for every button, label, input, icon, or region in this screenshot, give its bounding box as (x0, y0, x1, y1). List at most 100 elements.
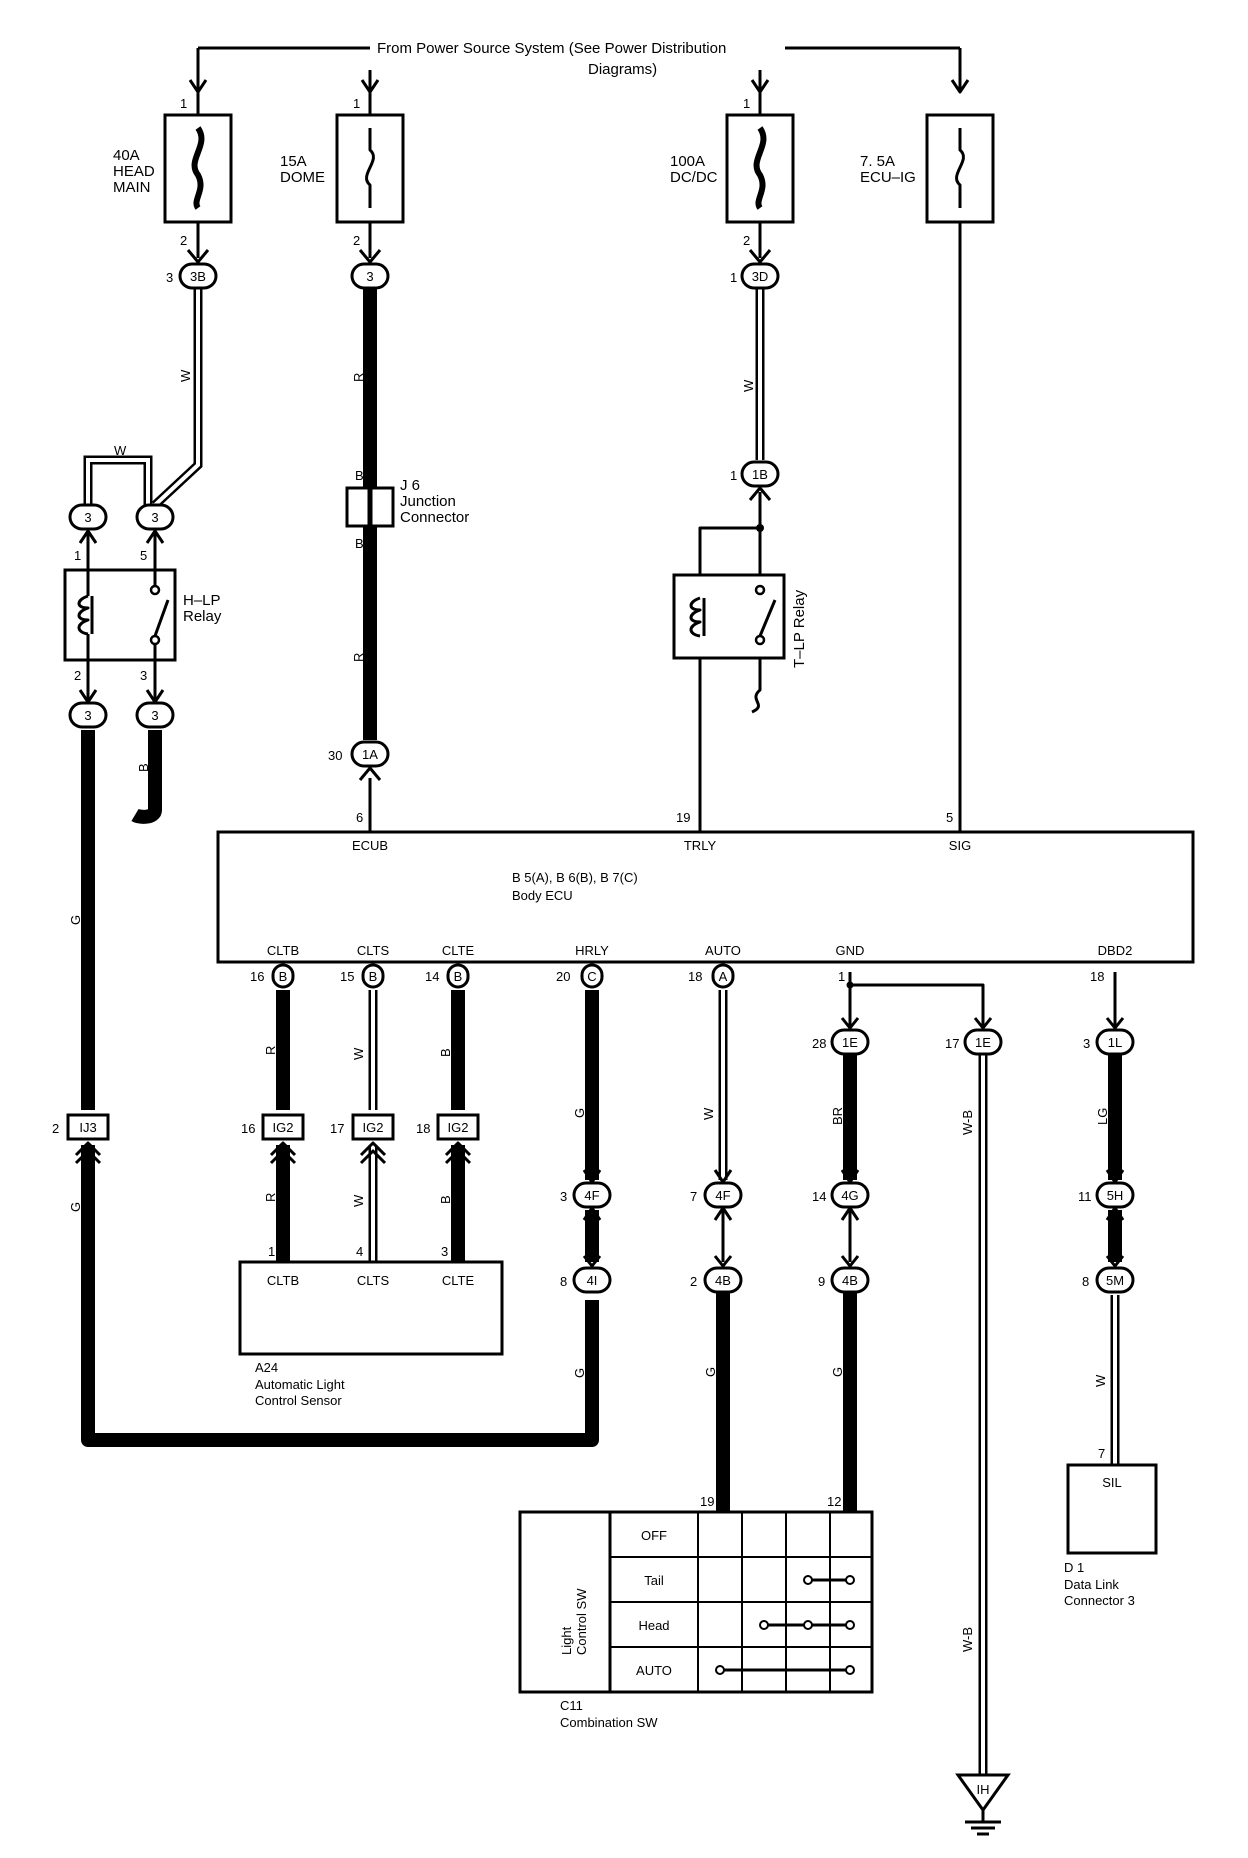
switch-position-auto: AUTO (636, 1663, 672, 1678)
ecu-terminal-cltb-pin: 16 (250, 969, 264, 984)
connector-1e-17-code: 1E (975, 1035, 991, 1050)
junction-name-2: Connector (400, 509, 469, 526)
ecu-top-name-trly: TRLY (684, 838, 717, 853)
sensor-id: A24 (255, 1360, 278, 1375)
connector-3b: 3B 3 (166, 249, 218, 290)
connector-ig2-16-code: IG2 (273, 1120, 294, 1135)
sensor-name-1: Automatic Light (255, 1377, 345, 1392)
connector-4b-2-pin: 2 (690, 1274, 697, 1289)
wire-color-w26: W (1093, 1374, 1108, 1387)
wire-color-w1: W (178, 369, 193, 382)
wire-color-w23: W-B (960, 1110, 975, 1135)
connector-5m: 5M 8 (1082, 1255, 1135, 1294)
connector-3-dome-code: 3 (366, 269, 373, 284)
fuse-ecu-ig-amps: 7. 5A (860, 153, 895, 170)
fuse-head-main-pin-out: 2 (180, 233, 187, 248)
connector-1a-pin: 30 (328, 748, 342, 763)
ecu-top-pin-sig: 5 (946, 810, 953, 825)
connector-1e-17: 1E 17 (945, 1017, 1003, 1056)
ecu-terminal-hrly-pin: 20 (556, 969, 570, 984)
connector-5m-pin: 8 (1082, 1274, 1089, 1289)
connector-4b-9-pin: 9 (818, 1274, 825, 1289)
ecu-terminal-cltb-code: B (279, 969, 288, 984)
ecu-terminal-gnd-pin: 1 (838, 969, 845, 984)
sensor-term-clts: CLTS (357, 1273, 390, 1288)
fuse-dome-amps: 15A (280, 153, 307, 170)
connector-h3a-pin: 1 (74, 548, 81, 563)
switch-position-tail: Tail (644, 1573, 664, 1588)
connector-4i-code: 4I (587, 1273, 598, 1288)
connector-h3d-code: 3 (151, 708, 158, 723)
connector-4b-2: 4B 2 (690, 1255, 743, 1294)
wire-color-w6: B (355, 468, 364, 483)
ecu-terminal-dbd2-pin: 18 (1090, 969, 1104, 984)
sensor-pin-4: 4 (356, 1244, 363, 1259)
wire-color-w15: B (438, 1048, 453, 1057)
connector-ij3: IJ3 2 (52, 1113, 110, 1165)
fuse-ecu-ig: 7. 5A ECU–IG (860, 113, 995, 224)
connector-3d-code: 3D (752, 269, 769, 284)
connector-ig2-16: IG2 16 (241, 1113, 305, 1165)
connector-5m-code: 5M (1106, 1273, 1124, 1288)
connector-1l-code: 1L (1108, 1035, 1122, 1050)
connector-1b: 1B 1 (730, 460, 780, 501)
switch-name: Combination SW (560, 1715, 658, 1730)
switch-pin-19: 19 (700, 1494, 714, 1509)
connector-h3c-code: 3 (84, 708, 91, 723)
wire-color-w12: R (263, 1193, 278, 1202)
source-note-line-2: Diagrams) (588, 61, 657, 78)
connector-4g-code: 4G (841, 1188, 858, 1203)
connector-4b-2-code: 4B (715, 1273, 731, 1288)
connector-3-dome: 3 (350, 249, 390, 290)
fuse-ecu-ig-name: ECU–IG (860, 169, 916, 186)
ecu-terminal-hrly: C 20 (556, 963, 604, 989)
connector-5h: 5H 11 (1078, 1169, 1135, 1221)
connector-ig2-18-pin: 18 (416, 1121, 430, 1136)
connector-ig2-18-code: IG2 (448, 1120, 469, 1135)
wire-color-w19: W (701, 1107, 716, 1120)
connector-4f-3: 4F 3 (560, 1169, 612, 1221)
connector-ig2-18: IG2 18 (416, 1113, 480, 1165)
fuse-head-main-pin-in: 1 (180, 96, 187, 111)
connector-ig2-17: IG2 17 (330, 1113, 395, 1165)
auto-light-sensor: 1 4 3 CLTB CLTS CLTE A24 Automatic Light… (238, 1244, 504, 1408)
fuse-dcdc-pin-out: 2 (743, 233, 750, 248)
connector-h3b-pin: 5 (140, 548, 147, 563)
data-link-connector: 7 SIL D 1 Data Link Connector 3 (1064, 1446, 1158, 1608)
connector-ig2-16-pin: 16 (241, 1121, 255, 1136)
wire-color-w20: G (703, 1367, 718, 1377)
h-lp-relay-name-1: H–LP (183, 592, 221, 609)
wire-color-w16: B (438, 1195, 453, 1204)
switch-side-label-1: Light (559, 1626, 574, 1655)
connector-4b-9: 4B 9 (818, 1255, 870, 1294)
connector-1e-17-pin: 17 (945, 1036, 959, 1051)
connector-1b-code: 1B (752, 467, 768, 482)
connector-h3d: 3 3 (135, 668, 175, 729)
wire-color-w22: G (830, 1367, 845, 1377)
wire-color-w18: G (572, 1368, 587, 1378)
connector-h3a: 3 1 (68, 503, 108, 570)
connector-h3d-pin: 3 (140, 668, 147, 683)
connector-3b-code: 3B (190, 269, 206, 284)
ground-point: IH (955, 1773, 1011, 1836)
switch-position-head: Head (638, 1618, 669, 1633)
connector-1a: 1A 30 (328, 740, 390, 781)
wire-color-w8: R (351, 653, 366, 662)
ecu-top-pin-trly: 19 (676, 810, 690, 825)
wire-color-w10: G (68, 1202, 83, 1212)
connector-5h-pin: 11 (1078, 1189, 1092, 1204)
ecu-terminal-auto-pin: 18 (688, 969, 702, 984)
connector-4g-pin: 14 (812, 1189, 826, 1204)
connector-4i-pin: 8 (560, 1274, 567, 1289)
connector-ig2-17-pin: 17 (330, 1121, 344, 1136)
connector-1l: 1L 3 (1083, 1017, 1135, 1056)
source-note-line-1: From Power Source System (See Power Dist… (377, 40, 726, 57)
connector-4i: 4I 8 (560, 1255, 612, 1294)
connectors: 3B 3 3 3D 1 1B 1 1A 30 (52, 249, 1135, 1294)
connector-4f-7-code: 4F (715, 1188, 730, 1203)
ecu-terminal-cltb: B 16 (250, 963, 295, 989)
junction-connector-j6: J 6 Junction Connector (345, 477, 469, 528)
ecu-top-name-sig: SIG (949, 838, 971, 853)
connector-4f-7: 4F 7 (690, 1169, 743, 1262)
fuse-dome: 1 15A DOME 2 (280, 92, 405, 258)
